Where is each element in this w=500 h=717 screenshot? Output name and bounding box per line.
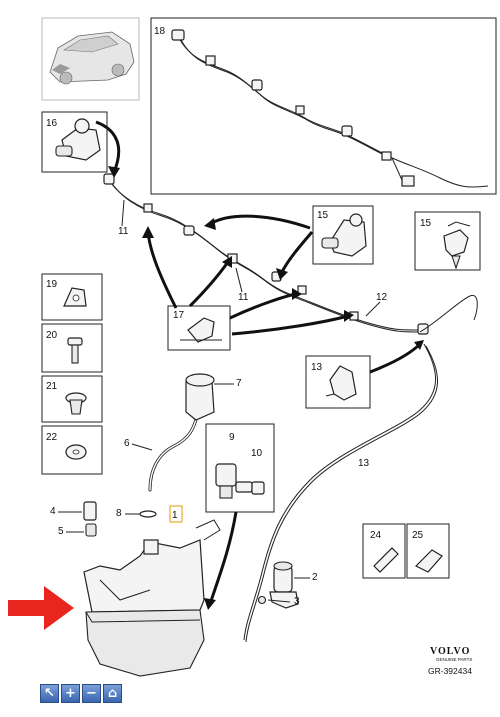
- callout-17: 16: [46, 118, 58, 129]
- callout-11-a: 11: [118, 226, 129, 237]
- part-25-box[interactable]: 25: [406, 523, 450, 579]
- callout-13: 13: [358, 458, 370, 469]
- callout-11-b: 11: [238, 292, 249, 303]
- part-20-box[interactable]: 19: [41, 273, 103, 321]
- callout-9: 9: [229, 432, 235, 443]
- filler-neck-6-7[interactable]: 7 6: [124, 373, 242, 492]
- brand-sub: GENUINE PARTS: [436, 657, 472, 662]
- washer-pump-2-3[interactable]: 2 3: [257, 561, 319, 609]
- hose-13[interactable]: 13: [243, 294, 478, 643]
- zoom-in-button[interactable]: +: [61, 684, 80, 703]
- callout-22: 21: [46, 381, 58, 392]
- part-21-box[interactable]: 20: [41, 323, 103, 373]
- callout-19: 18: [154, 26, 166, 37]
- highlight-arrow: [8, 586, 74, 630]
- callout-23: 22: [46, 432, 58, 443]
- part-23-box[interactable]: 22: [41, 425, 103, 475]
- part-14-box[interactable]: 13: [305, 355, 371, 409]
- part-19-harness-box[interactable]: 18: [150, 17, 497, 195]
- callout-21: 20: [46, 330, 58, 341]
- callout-6: 6: [124, 438, 130, 449]
- part-24-box[interactable]: 24: [362, 523, 406, 579]
- callout-8: 8: [116, 508, 122, 519]
- callout-20: 19: [46, 279, 58, 290]
- callout-7: 7: [236, 378, 242, 389]
- callout-16: 15: [317, 210, 329, 221]
- part-18-box[interactable]: 17: [167, 305, 231, 351]
- select-tool-button[interactable]: ↖: [40, 684, 59, 703]
- viewer-toolbar: ↖ + − ⌂: [40, 684, 122, 703]
- washer-reservoir[interactable]: [83, 519, 221, 677]
- callout-15: 15: [420, 218, 432, 229]
- callout-25: 25: [412, 530, 424, 541]
- callout-3: 3: [294, 596, 300, 607]
- callout-14: 13: [311, 362, 323, 373]
- callout-1: 1: [172, 510, 178, 521]
- callout-5: 5: [58, 526, 64, 537]
- brand-block: VOLVO GENUINE PARTS GR-392434: [428, 646, 472, 676]
- brand-name: VOLVO: [430, 646, 470, 657]
- callout-4: 4: [50, 506, 56, 517]
- home-button[interactable]: ⌂: [103, 684, 122, 703]
- assembly-arrows: [95, 120, 424, 610]
- callout-18: 17: [173, 310, 185, 321]
- part-15-box[interactable]: 15: [414, 211, 481, 271]
- callout-2: 2: [312, 572, 318, 583]
- part-9-10-box[interactable]: 9 10: [205, 423, 275, 513]
- zoom-out-button[interactable]: −: [82, 684, 101, 703]
- reference-code: GR-392434: [428, 666, 472, 676]
- car-thumbnail: [41, 17, 140, 101]
- callout-24: 24: [370, 530, 382, 541]
- part-22-box[interactable]: 21: [41, 375, 103, 423]
- part-16-box[interactable]: 15: [312, 205, 374, 265]
- parts-4-5-8[interactable]: 4 5 8 1: [50, 501, 183, 537]
- callout-10: 10: [251, 448, 263, 459]
- callout-12: 12: [376, 292, 388, 303]
